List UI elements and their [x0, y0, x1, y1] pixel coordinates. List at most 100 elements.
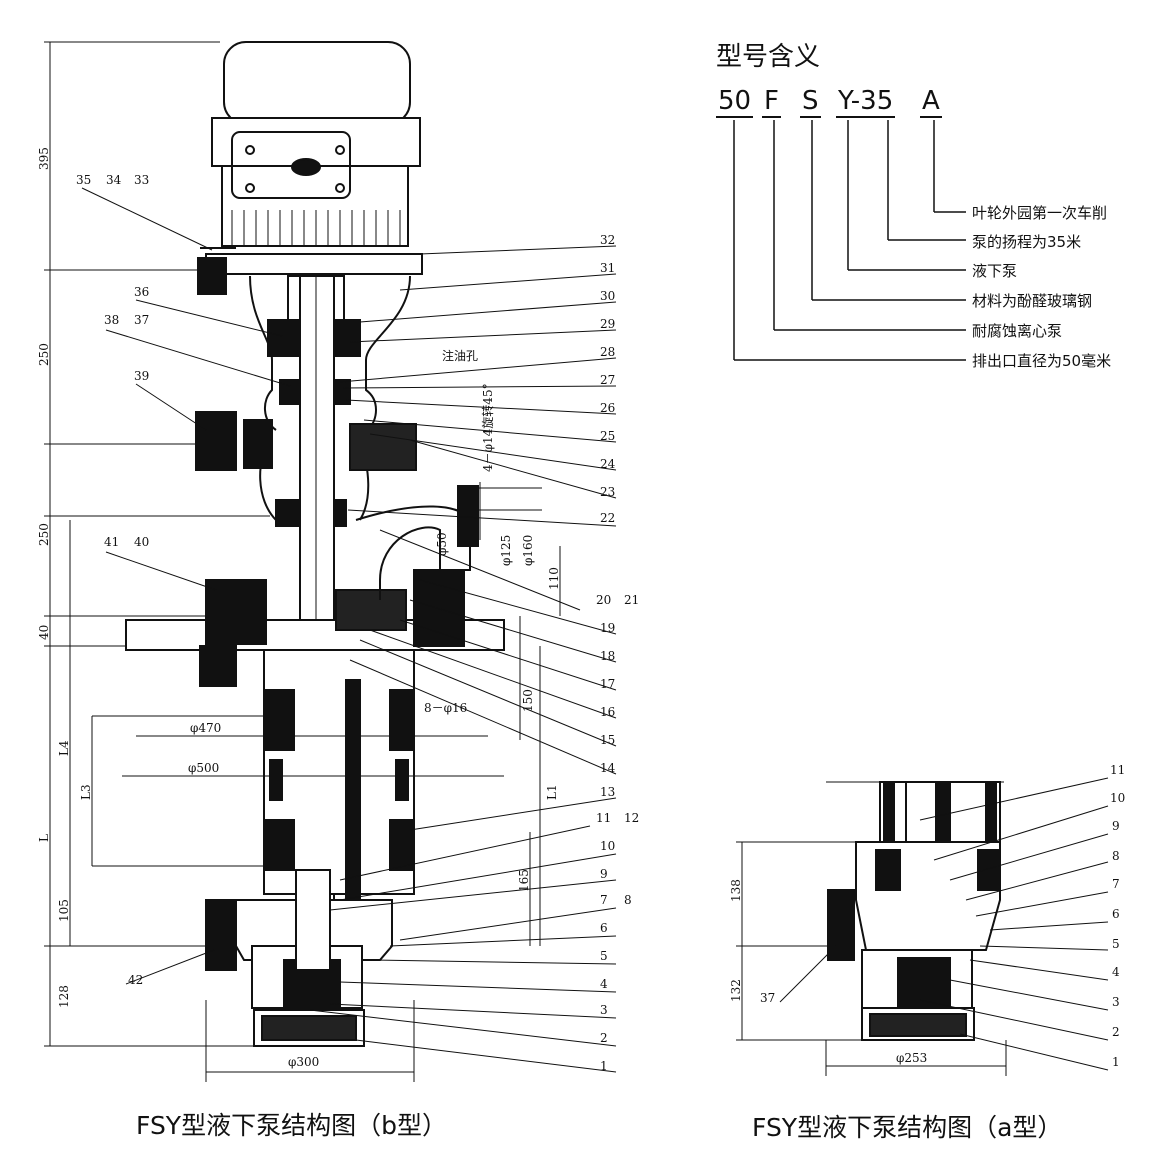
- meaning-outlet: 排出口直径为50毫米: [972, 352, 1112, 370]
- dim-L4: L4: [57, 740, 71, 756]
- part-b-35: 35: [76, 173, 91, 187]
- part-b-26: 26: [600, 401, 615, 415]
- dim-250a: 250: [37, 343, 51, 366]
- dim-110: 110: [547, 567, 561, 590]
- meaning-corrosion: 耐腐蚀离心泵: [972, 322, 1063, 340]
- dim-a-132: 132: [729, 979, 743, 1002]
- part-a-8: 8: [1112, 849, 1120, 863]
- dim-250b: 250: [37, 523, 51, 546]
- caption-b: FSY型液下泵结构图（b型）: [136, 1111, 447, 1140]
- motor: [197, 41, 423, 295]
- code-part-Y35: Y-35: [836, 86, 896, 118]
- part-b-10: 10: [600, 839, 615, 853]
- part-a-37: 37: [760, 991, 775, 1005]
- part-a-9: 9: [1112, 819, 1120, 833]
- dim-4phi14: 4－φ14旋转45°: [480, 383, 495, 472]
- part-b-38: 38: [104, 313, 119, 327]
- part-b-21: 21: [624, 593, 639, 607]
- part-b-23: 23: [600, 485, 615, 499]
- part-b-30: 30: [600, 289, 615, 303]
- dim-phi125: φ125: [499, 535, 513, 566]
- oil-hole-note: 注油孔: [442, 348, 478, 363]
- discharge-pipe: [355, 485, 479, 600]
- meaning-material: 材料为酚醛玻璃钢: [972, 292, 1093, 310]
- code-part-A: A: [920, 86, 942, 118]
- dim-150: 150: [521, 689, 535, 712]
- part-b-2: 2: [600, 1031, 608, 1045]
- part-b-18: 18: [600, 649, 615, 663]
- code-part-S: S: [800, 86, 821, 118]
- part-b-8: 8: [624, 893, 632, 907]
- part-b-11: 11: [596, 811, 611, 825]
- pump-casing: [205, 869, 393, 1047]
- part-b-25: 25: [600, 429, 615, 443]
- part-b-16: 16: [600, 705, 615, 719]
- dim-8phi16: 8－φ16: [424, 701, 467, 715]
- part-b-24: 24: [600, 457, 616, 471]
- part-b-29: 29: [600, 317, 615, 331]
- part-b-3: 3: [600, 1003, 608, 1017]
- dim-300: φ300: [288, 1055, 319, 1069]
- part-b-7: 7: [600, 893, 608, 907]
- mounting-plate: [125, 569, 505, 687]
- meaning-submerged: 液下泵: [972, 262, 1018, 280]
- part-a-6: 6: [1112, 907, 1120, 921]
- part-b-42: 42: [128, 973, 143, 987]
- dim-40: 40: [37, 625, 51, 640]
- part-b-20: 20: [596, 593, 611, 607]
- part-a-2: 2: [1112, 1025, 1120, 1039]
- dim-395: 395: [37, 147, 51, 170]
- dim-phi160: φ160: [521, 535, 535, 566]
- part-a-10: 10: [1110, 791, 1125, 805]
- meaning-impeller: 叶轮外园第一次车削: [972, 204, 1108, 222]
- part-b-34: 34: [106, 173, 122, 187]
- part-b-17: 17: [600, 677, 615, 691]
- part-b-13: 13: [600, 785, 615, 799]
- dim-L3: L3: [79, 784, 93, 800]
- dim-500: φ500: [188, 761, 219, 775]
- part-b-5: 5: [600, 949, 608, 963]
- dim-phi50: φ50: [435, 532, 449, 556]
- dim-470: φ470: [190, 721, 221, 735]
- dim-L1: L1: [545, 784, 559, 800]
- meaning-head: 泵的扬程为35米: [972, 233, 1082, 251]
- part-a-4: 4: [1112, 965, 1120, 979]
- part-b-9: 9: [600, 867, 608, 881]
- part-b-27: 27: [600, 373, 615, 387]
- part-b-36: 36: [134, 285, 149, 299]
- dim-165: 165: [517, 869, 531, 892]
- part-a-3: 3: [1112, 995, 1120, 1009]
- part-b-37: 37: [134, 313, 149, 327]
- part-b-22: 22: [600, 511, 615, 525]
- dim-a-253: φ253: [896, 1051, 927, 1065]
- part-b-40: 40: [134, 535, 149, 549]
- part-b-31: 31: [600, 261, 615, 275]
- part-b-1: 1: [600, 1059, 608, 1073]
- dim-L: L: [37, 834, 51, 842]
- meaning-leaders: [733, 120, 966, 361]
- part-a-5: 5: [1112, 937, 1120, 951]
- caption-a: FSY型液下泵结构图（a型）: [752, 1113, 1063, 1142]
- model-meaning-title: 型号含义: [716, 42, 821, 72]
- dim-128: 128: [57, 985, 71, 1008]
- dim-a-138: 138: [729, 879, 743, 902]
- code-part-50: 50: [716, 86, 754, 118]
- part-b-19: 19: [600, 621, 615, 635]
- part-a-1: 1: [1112, 1055, 1120, 1069]
- part-b-28: 28: [600, 345, 615, 359]
- part-b-12: 12: [624, 811, 639, 825]
- part-b-4: 4: [600, 977, 608, 991]
- part-b-32: 32: [600, 233, 615, 247]
- part-b-39: 39: [134, 369, 149, 383]
- part-b-33: 33: [134, 173, 149, 187]
- part-a-11: 11: [1110, 763, 1125, 777]
- pump-a: [826, 781, 1004, 1041]
- dim-105: 105: [57, 899, 71, 922]
- column: [263, 649, 415, 901]
- part-b-15: 15: [600, 733, 615, 747]
- part-a-7: 7: [1112, 877, 1120, 891]
- part-b-6: 6: [600, 921, 608, 935]
- part-b-14: 14: [600, 761, 616, 775]
- part-b-41: 41: [104, 535, 119, 549]
